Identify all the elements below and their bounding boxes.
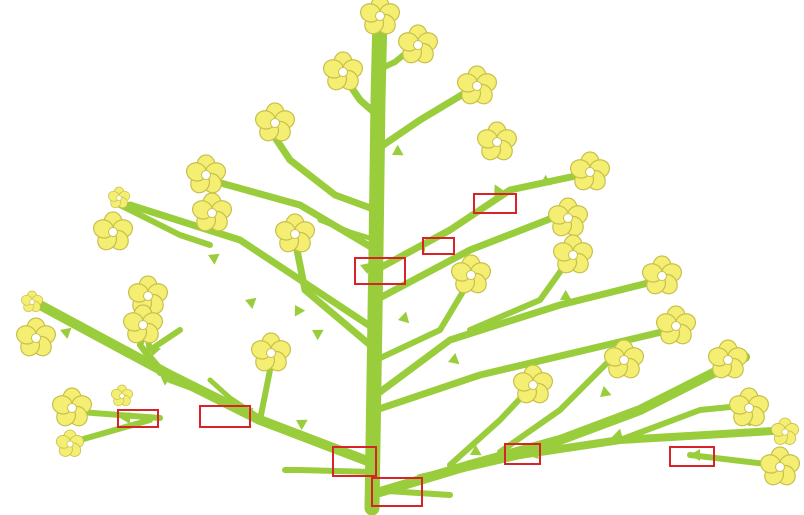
flower-center bbox=[291, 230, 300, 239]
arrowhead-icon bbox=[58, 324, 72, 339]
flower-icon bbox=[184, 155, 228, 196]
flower-center bbox=[467, 271, 476, 280]
flower-center bbox=[493, 138, 502, 147]
flower-icon bbox=[654, 306, 698, 347]
flower-center bbox=[267, 349, 276, 358]
flower-center bbox=[776, 463, 785, 472]
flower-center bbox=[782, 429, 788, 435]
branch-stem bbox=[372, 15, 380, 508]
branch-stem bbox=[295, 240, 376, 350]
flower-icon bbox=[727, 388, 771, 429]
flower-icon bbox=[396, 25, 440, 66]
arrowhead-icon bbox=[690, 449, 700, 461]
flower-center bbox=[208, 209, 217, 218]
flower-center bbox=[473, 82, 482, 91]
flower-icon bbox=[249, 333, 293, 374]
flower-center bbox=[569, 251, 578, 260]
flower-center bbox=[376, 12, 385, 21]
branch-stem bbox=[130, 205, 376, 330]
flower-center bbox=[67, 441, 73, 447]
flower-icon bbox=[321, 52, 365, 93]
branches bbox=[40, 15, 790, 508]
flower-center bbox=[564, 214, 573, 223]
flower-icon bbox=[770, 418, 801, 447]
flower-center bbox=[120, 394, 125, 399]
arrowhead-icon bbox=[596, 386, 611, 402]
arrowhead-icon bbox=[290, 302, 305, 317]
arrowhead-icon bbox=[446, 353, 460, 368]
arrowhead-icon bbox=[396, 312, 409, 326]
flower-center bbox=[144, 292, 153, 301]
flower-center bbox=[202, 171, 211, 180]
flower-center bbox=[139, 321, 148, 330]
flower-center bbox=[620, 356, 629, 365]
arrowhead-icon bbox=[309, 325, 324, 340]
flower-icon bbox=[91, 212, 135, 253]
flower-icon bbox=[55, 430, 86, 459]
flower-icon bbox=[640, 256, 684, 297]
flower-center bbox=[30, 300, 35, 305]
flower-center bbox=[32, 334, 41, 343]
flower-center bbox=[271, 119, 280, 128]
flower-center bbox=[658, 272, 667, 281]
arrowhead-icon bbox=[205, 250, 219, 265]
flower-icon bbox=[455, 66, 499, 107]
flower-icon bbox=[546, 198, 590, 239]
branch-stem bbox=[376, 90, 470, 150]
flower-center bbox=[109, 228, 118, 237]
flower-icon bbox=[50, 388, 94, 429]
flower-icon bbox=[110, 385, 134, 408]
flower-icon bbox=[568, 152, 612, 193]
flower-icon bbox=[475, 122, 519, 163]
flower-icon bbox=[758, 447, 802, 488]
flower-center bbox=[745, 404, 754, 413]
flower-center bbox=[529, 381, 538, 390]
flower-icon bbox=[253, 103, 297, 144]
flower-center bbox=[586, 168, 595, 177]
arrowhead-icon bbox=[293, 415, 308, 430]
flower-icon bbox=[14, 318, 58, 359]
flower-center bbox=[414, 41, 423, 50]
arrowhead-icon bbox=[389, 145, 404, 160]
arrowhead-icon bbox=[243, 294, 257, 309]
flower-icon bbox=[273, 214, 317, 255]
flower-center bbox=[724, 356, 733, 365]
flower-center bbox=[672, 322, 681, 331]
flower-center bbox=[117, 196, 122, 201]
flower-center bbox=[68, 404, 77, 413]
flower-center bbox=[339, 68, 348, 77]
branch-stem bbox=[285, 470, 372, 472]
